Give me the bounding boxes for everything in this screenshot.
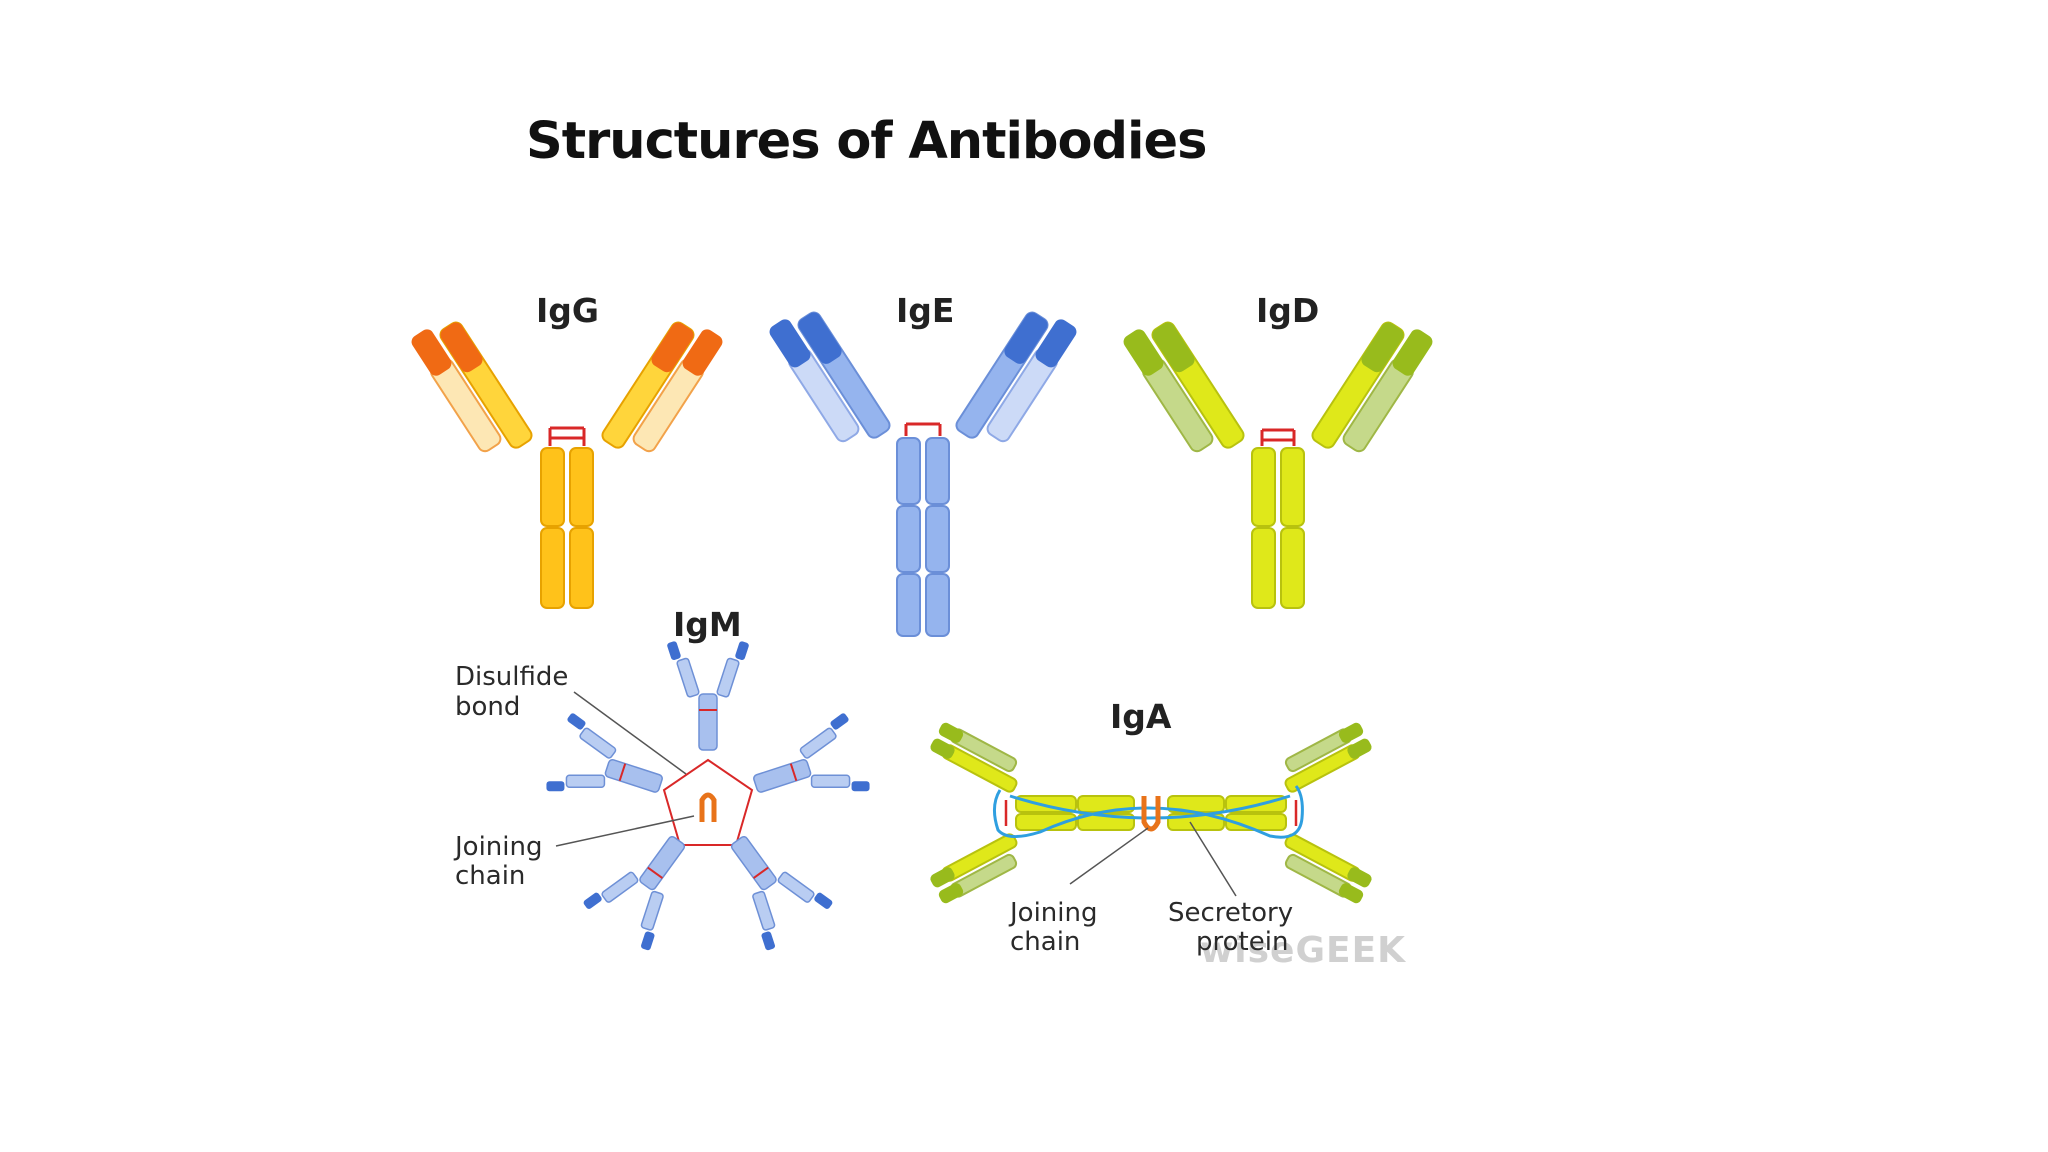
igm-joining-label-line2: chain xyxy=(455,861,525,891)
iga-joining-label-line1: Joining xyxy=(1008,898,1097,928)
igm-label: IgM xyxy=(673,605,742,644)
iga-antibody: IgA xyxy=(930,697,1406,971)
igm-antibody: IgM Disulfide bond Joining chain xyxy=(453,605,874,955)
disulfide-label-line1: Disulfide xyxy=(455,662,568,692)
igg-label: IgG xyxy=(536,291,599,330)
wisegeek-watermark: wiseGEEK xyxy=(1200,930,1406,971)
igm-joining-label-line1: Joining xyxy=(453,832,542,862)
igd-antibody: IgD xyxy=(1123,291,1433,609)
igg-antibody: IgG xyxy=(411,291,723,609)
ige-label: IgE xyxy=(896,291,954,330)
ige-antibody: IgE xyxy=(769,291,1077,637)
iga-joining-label-line2: chain xyxy=(1010,927,1080,957)
secretory-label-line2: protein xyxy=(1196,927,1288,957)
secretory-label-line1: Secretory xyxy=(1168,898,1293,928)
disulfide-label-line2: bond xyxy=(455,692,520,722)
igd-label: IgD xyxy=(1256,291,1319,330)
slide-title: Structures of Antibodies xyxy=(526,112,1207,171)
iga-label: IgA xyxy=(1110,697,1172,736)
